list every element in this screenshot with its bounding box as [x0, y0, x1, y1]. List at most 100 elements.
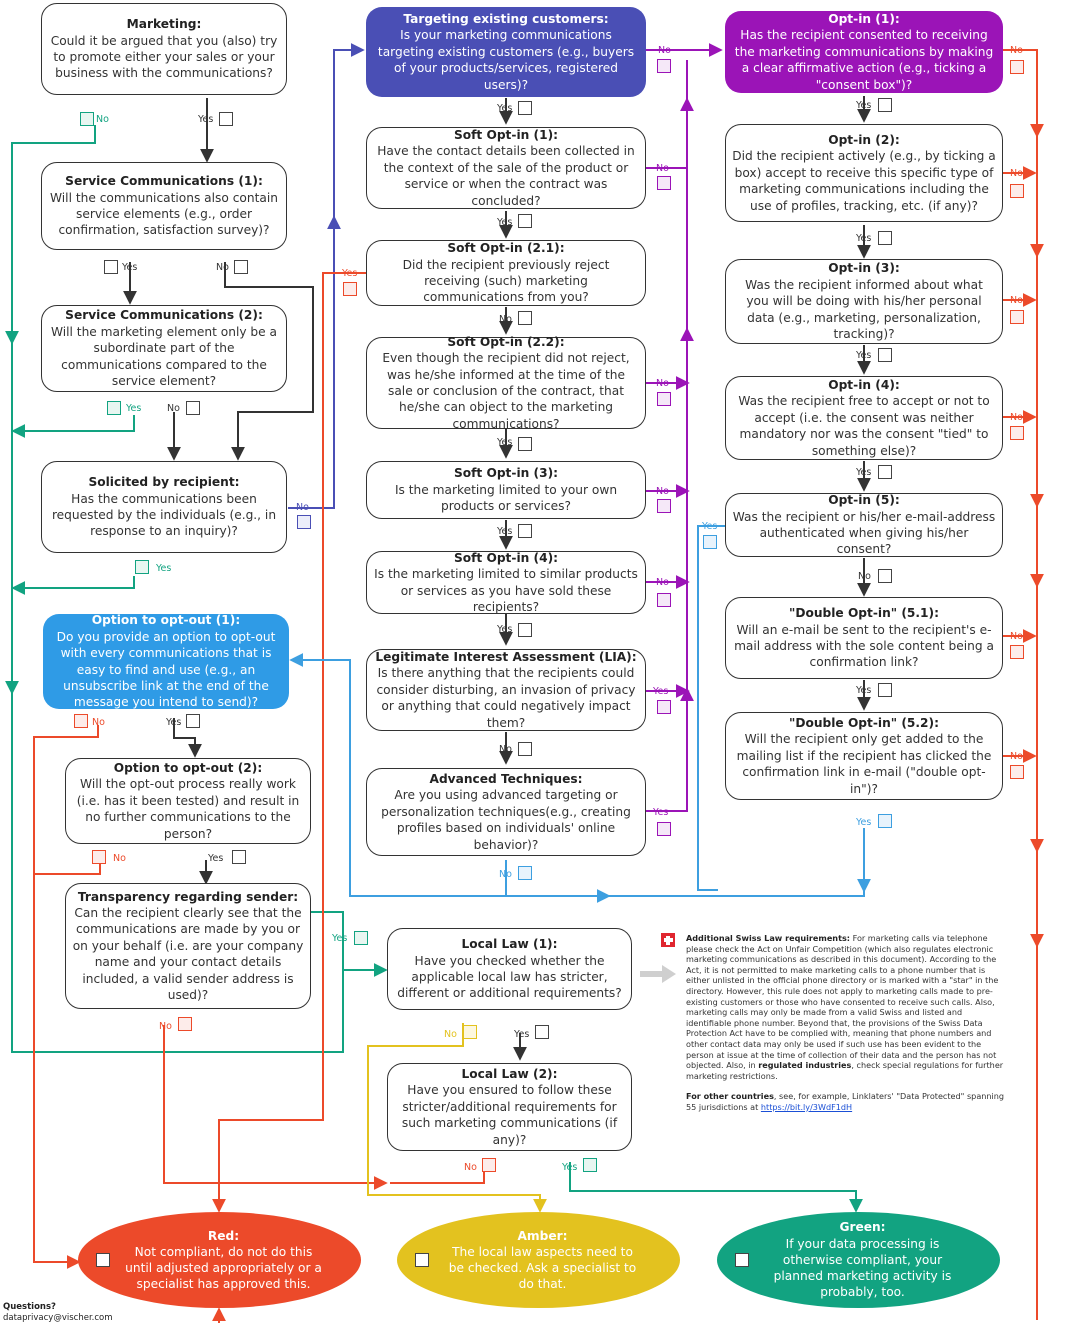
soft22-no-label: No: [656, 378, 669, 389]
optin4-title: Opt-in (4):: [828, 377, 900, 392]
soft1-no-checkbox[interactable]: [657, 176, 671, 190]
optin1-no-checkbox[interactable]: [1010, 60, 1024, 74]
soft22-yes-checkbox[interactable]: [518, 437, 532, 451]
local2-title: Local Law (2):: [461, 1066, 558, 1081]
local1-no-checkbox[interactable]: [463, 1025, 477, 1039]
service1-yes-checkbox[interactable]: [104, 260, 118, 274]
doi51-question: Will an e-mail be sent to the recipient'…: [734, 622, 994, 670]
optin3-yes-checkbox[interactable]: [878, 348, 892, 362]
optin1-box: Opt-in (1): Has the recipient consented …: [725, 11, 1003, 93]
advanced-yes-label: Yes: [653, 807, 669, 818]
green-checkbox[interactable]: [735, 1253, 749, 1267]
soft3-box: Soft Opt-in (3): Is the marketing limite…: [366, 461, 646, 519]
other-countries-link[interactable]: https://bit.ly/3WdF1dH: [760, 1101, 853, 1112]
swiss-note-heading: Additional Swiss Law requirements:: [686, 933, 850, 943]
transparency-question: Can the recipient clearly see that the c…: [72, 905, 304, 1003]
optin2-yes-label: Yes: [856, 233, 872, 244]
optin3-title: Opt-in (3):: [828, 261, 900, 276]
service2-no-label: No: [167, 403, 180, 414]
marketing-yes-checkbox[interactable]: [219, 112, 233, 126]
optout2-no-checkbox[interactable]: [92, 850, 106, 864]
advanced-no-checkbox[interactable]: [518, 866, 532, 880]
marketing-no-checkbox[interactable]: [80, 112, 94, 126]
advanced-yes-checkbox[interactable]: [657, 822, 671, 836]
amber-text: The local law aspects need to be checked…: [448, 1244, 637, 1292]
soft4-yes-checkbox[interactable]: [518, 623, 532, 637]
optout1-no-checkbox[interactable]: [74, 714, 88, 728]
solicited-no-label: No: [296, 502, 309, 513]
targeting-yes-label: Yes: [497, 103, 513, 114]
local2-no-checkbox[interactable]: [482, 1158, 496, 1172]
soft3-yes-checkbox[interactable]: [518, 524, 532, 538]
optin3-box: Opt-in (3): Was the recipient informed a…: [725, 259, 1003, 344]
soft3-title: Soft Opt-in (3):: [453, 466, 559, 481]
lia-yes-checkbox[interactable]: [657, 700, 671, 714]
local1-title: Local Law (1):: [461, 937, 558, 952]
optin4-yes-checkbox[interactable]: [878, 465, 892, 479]
optin2-no-checkbox[interactable]: [1010, 184, 1024, 198]
optin4-no-checkbox[interactable]: [1010, 426, 1024, 440]
other-countries-text: , see, for example, Linklaters' "Data Pr…: [686, 1091, 1005, 1112]
local2-yes-checkbox[interactable]: [583, 1158, 597, 1172]
optin5-yes-checkbox[interactable]: [703, 535, 717, 549]
optin2-yes-checkbox[interactable]: [878, 231, 892, 245]
soft1-yes-checkbox[interactable]: [518, 214, 532, 228]
local1-box: Local Law (1): Have you checked whether …: [387, 928, 632, 1010]
soft3-no-label: No: [656, 486, 669, 497]
solicited-no-checkbox[interactable]: [297, 515, 311, 529]
soft4-yes-label: Yes: [497, 624, 513, 635]
outcome-amber: Amber: The local law aspects need to be …: [397, 1212, 680, 1308]
optout1-yes-label: Yes: [166, 717, 182, 728]
doi51-title: "Double Opt-in" (5.1):: [789, 606, 939, 621]
doi51-no-checkbox[interactable]: [1010, 645, 1024, 659]
service1-title: Service Communications (1):: [65, 174, 263, 189]
soft4-no-checkbox[interactable]: [657, 593, 671, 607]
soft21-no-checkbox[interactable]: [518, 311, 532, 325]
optin5-no-checkbox[interactable]: [878, 569, 892, 583]
swiss-note-bold: regulated industries: [758, 1060, 852, 1071]
red-checkbox[interactable]: [96, 1253, 110, 1267]
amber-checkbox[interactable]: [415, 1253, 429, 1267]
footer-email[interactable]: dataprivacy@vischer.com: [3, 1312, 113, 1323]
optin5-title: Opt-in (5):: [828, 493, 900, 508]
doi52-no-checkbox[interactable]: [1010, 765, 1024, 779]
local1-question: Have you checked whether the applicable …: [397, 953, 622, 1001]
targeting-yes-checkbox[interactable]: [518, 101, 532, 115]
doi52-yes-label: Yes: [856, 817, 872, 828]
optout1-yes-checkbox[interactable]: [186, 714, 200, 728]
service1-question: Will the communications also contain ser…: [50, 190, 278, 238]
service2-question: Will the marketing element only be a sub…: [50, 324, 278, 389]
local1-yes-checkbox[interactable]: [535, 1025, 549, 1039]
swiss-note-text-end: , check special regulations for further …: [686, 1060, 1004, 1081]
doi51-yes-checkbox[interactable]: [878, 683, 892, 697]
targeting-no-checkbox[interactable]: [657, 59, 671, 73]
service1-no-checkbox[interactable]: [234, 260, 248, 274]
optin2-no-label: No: [1010, 168, 1023, 179]
doi51-box: "Double Opt-in" (5.1): Will an e-mail be…: [725, 597, 1003, 679]
service2-yes-checkbox[interactable]: [107, 401, 121, 415]
transparency-no-checkbox[interactable]: [178, 1017, 192, 1031]
transparency-yes-checkbox[interactable]: [354, 931, 368, 945]
optin3-yes-label: Yes: [856, 350, 872, 361]
optout1-no-label: No: [92, 717, 105, 728]
optin1-title: Opt-in (1):: [828, 11, 900, 26]
soft3-no-checkbox[interactable]: [657, 499, 671, 513]
solicited-yes-checkbox[interactable]: [135, 560, 149, 574]
swiss-flag-icon: [661, 933, 675, 947]
soft21-yes-checkbox[interactable]: [343, 282, 357, 296]
solicited-box: Solicited by recipient: Has the communic…: [41, 461, 287, 553]
service2-no-checkbox[interactable]: [186, 401, 200, 415]
lia-no-checkbox[interactable]: [518, 742, 532, 756]
optin3-no-checkbox[interactable]: [1010, 310, 1024, 324]
optin1-yes-checkbox[interactable]: [878, 98, 892, 112]
doi52-title: "Double Opt-in" (5.2):: [789, 715, 939, 730]
doi52-yes-checkbox[interactable]: [878, 814, 892, 828]
service2-yes-label: Yes: [126, 403, 142, 414]
optin5-box: Opt-in (5): Was the recipient or his/her…: [725, 493, 1003, 557]
service1-yes-label: Yes: [122, 262, 138, 273]
optout2-yes-checkbox[interactable]: [232, 850, 246, 864]
optin4-yes-label: Yes: [856, 467, 872, 478]
local2-no-label: No: [464, 1162, 477, 1173]
soft22-no-checkbox[interactable]: [657, 392, 671, 406]
